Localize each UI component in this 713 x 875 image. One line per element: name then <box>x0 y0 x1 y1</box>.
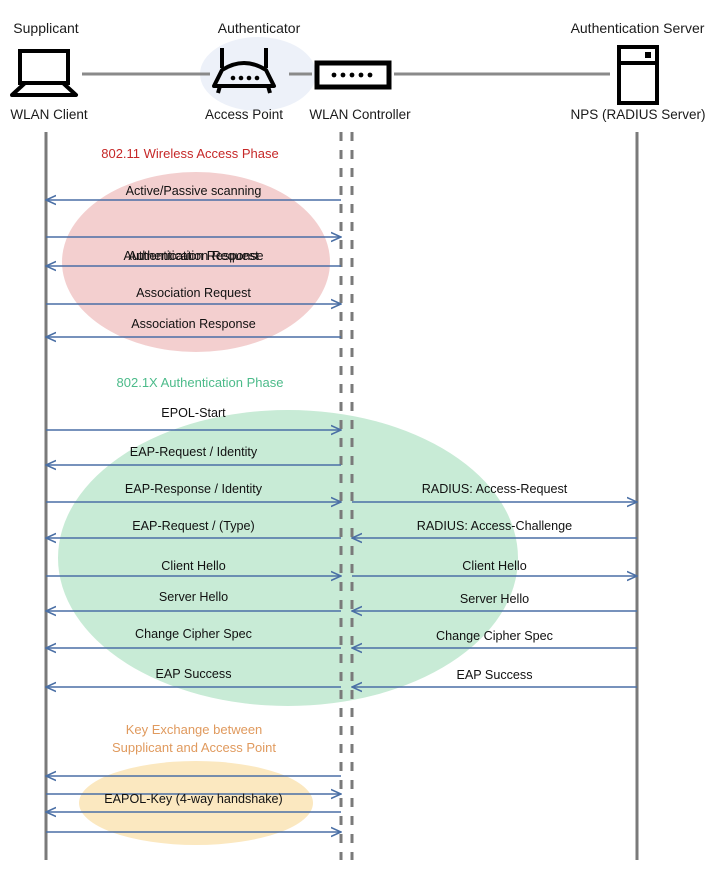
message-label: EAP-Response / Identity <box>124 482 263 496</box>
device-label-wlan-controller: WLAN Controller <box>309 107 411 122</box>
phase-ellipse-wireless-access <box>62 172 330 352</box>
message-label: Association Response <box>131 317 256 331</box>
message-label: Authentication Request <box>128 249 259 263</box>
lifelines <box>44 132 639 860</box>
phase-ellipse-key-exchange <box>79 761 313 845</box>
message-arrows <box>46 200 637 832</box>
network-switch-icon <box>314 60 392 90</box>
phase-ellipse-dot1x-auth <box>58 410 518 706</box>
message-label: EAP Success <box>456 668 533 682</box>
phase-backgrounds <box>58 37 518 845</box>
phase-label-key-exchange-line1: Key Exchange between <box>125 722 263 737</box>
message-label: EAP-Request / (Type) <box>132 519 255 533</box>
device-label-access-point: Access Point <box>204 107 284 122</box>
phase-label-wireless-access: 802.11 Wireless Access Phase <box>101 146 279 161</box>
message-label: Client Hello <box>161 559 226 573</box>
wireless-access-point-icon <box>212 48 276 94</box>
message-label: EAP-Request / Identity <box>129 445 258 459</box>
message-label: Server Hello <box>459 592 530 606</box>
message-label: Active/Passive scanning <box>125 184 262 198</box>
message-label: EPOL-Start <box>161 406 226 420</box>
laptop-icon <box>10 49 78 97</box>
phase-label-key-exchange-line2: Supplicant and Access Point <box>111 740 277 755</box>
message-label: Authentication Response <box>123 249 264 263</box>
phase-label-dot1x-auth: 802.1X Authentication Phase <box>116 375 284 390</box>
message-label: Client Hello <box>462 559 527 573</box>
server-rack-icon <box>617 45 659 105</box>
device-label-nps-radius-server: NPS (RADIUS Server) <box>570 107 706 122</box>
role-label-authenticator: Authenticator <box>217 20 301 36</box>
message-label: Change Cipher Spec <box>436 629 553 643</box>
message-label: Server Hello <box>158 590 229 604</box>
role-label-auth-server: Authentication Server <box>570 20 705 36</box>
message-label: Association Request <box>136 286 251 300</box>
message-label: EAPOL-Key (4-way handshake) <box>104 792 283 806</box>
message-label: Change Cipher Spec <box>135 627 252 641</box>
message-label: RADIUS: Access-Challenge <box>416 519 573 533</box>
message-label: EAP Success <box>155 667 232 681</box>
message-label: RADIUS: Access-Request <box>421 482 568 496</box>
authenticator-group-ellipse <box>200 37 316 111</box>
role-label-supplicant: Supplicant <box>13 20 79 36</box>
device-label-wlan-client: WLAN Client <box>10 107 88 122</box>
